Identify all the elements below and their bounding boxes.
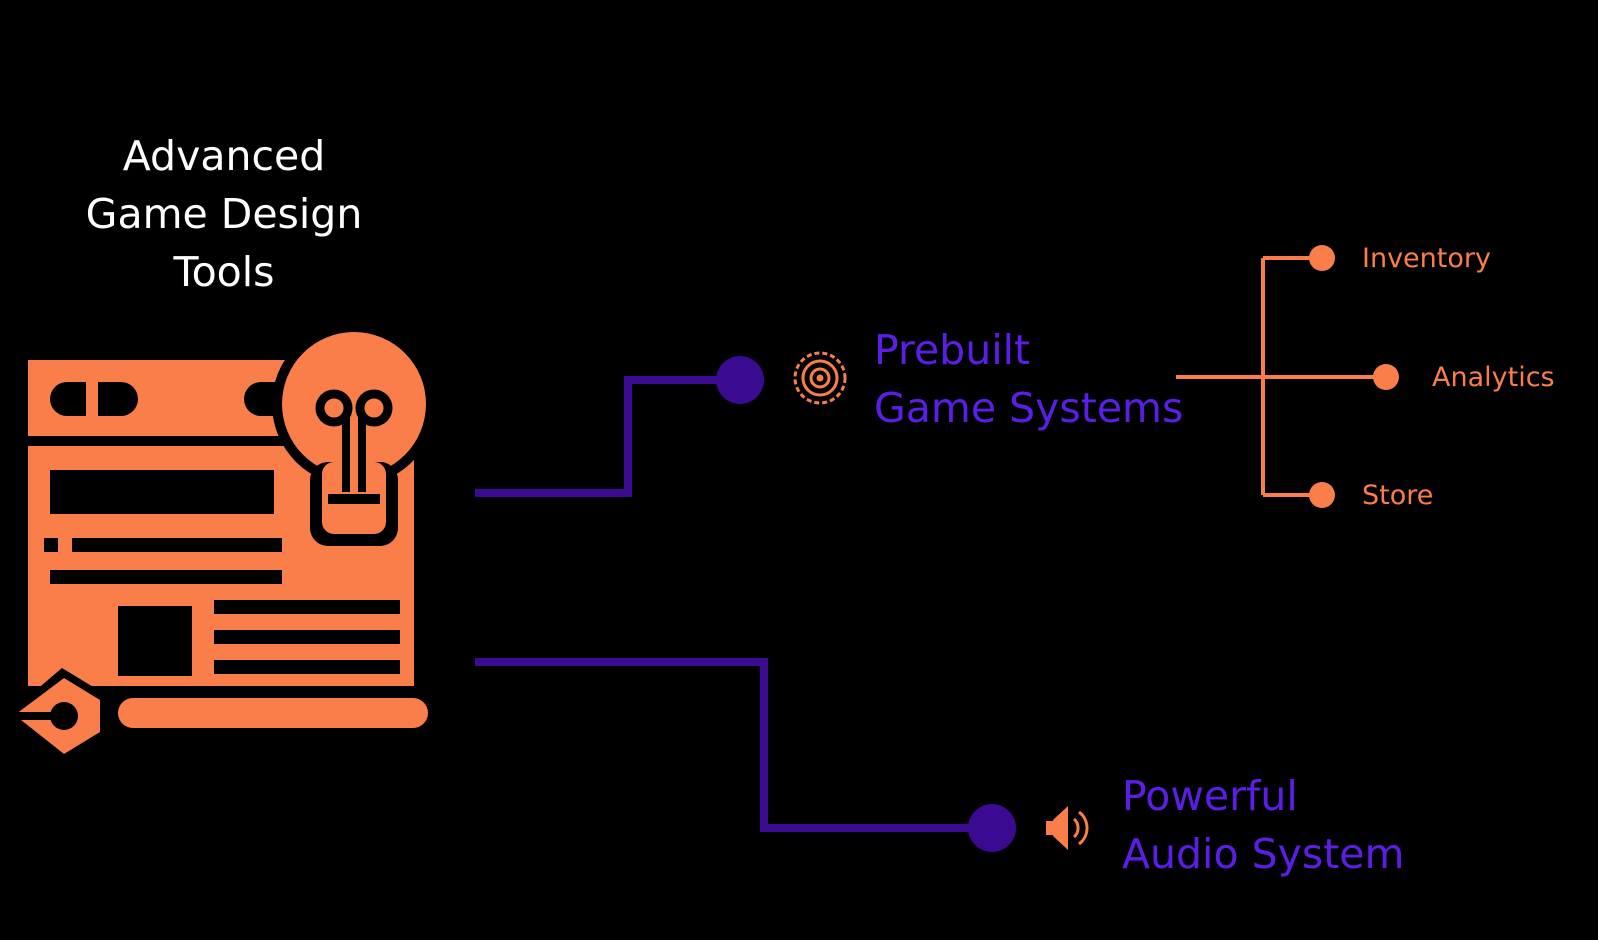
prebuilt-label-line-1: Prebuilt xyxy=(874,326,1030,374)
audio-label-line-2: Audio System xyxy=(1122,830,1404,878)
connector-root-to-audio xyxy=(475,658,992,832)
prebuilt-label-line-2: Game Systems xyxy=(874,384,1183,432)
analytics-dot xyxy=(1373,364,1399,390)
connector-root-to-prebuilt xyxy=(475,376,740,497)
inventory-dot xyxy=(1309,245,1335,271)
web-design-lightbulb-pen-icon xyxy=(8,322,436,764)
audio-node-dot xyxy=(968,804,1016,852)
root-title-line-1: Advanced xyxy=(123,132,326,180)
store-label: Store xyxy=(1362,480,1433,511)
gear-icon xyxy=(793,351,847,405)
analytics-label: Analytics xyxy=(1432,362,1555,393)
speaker-icon xyxy=(1046,806,1089,850)
root-title-line-3: Tools xyxy=(173,248,275,296)
audio-label-line-1: Powerful xyxy=(1122,772,1298,820)
prebuilt-node-dot xyxy=(716,356,764,404)
prebuilt-children-tree xyxy=(1176,256,1384,497)
root-title: Advanced Game Design Tools xyxy=(86,132,363,296)
bottom-bar xyxy=(118,698,428,728)
root-title-line-2: Game Design xyxy=(86,190,363,238)
store-dot xyxy=(1309,482,1335,508)
inventory-label: Inventory xyxy=(1362,243,1491,274)
